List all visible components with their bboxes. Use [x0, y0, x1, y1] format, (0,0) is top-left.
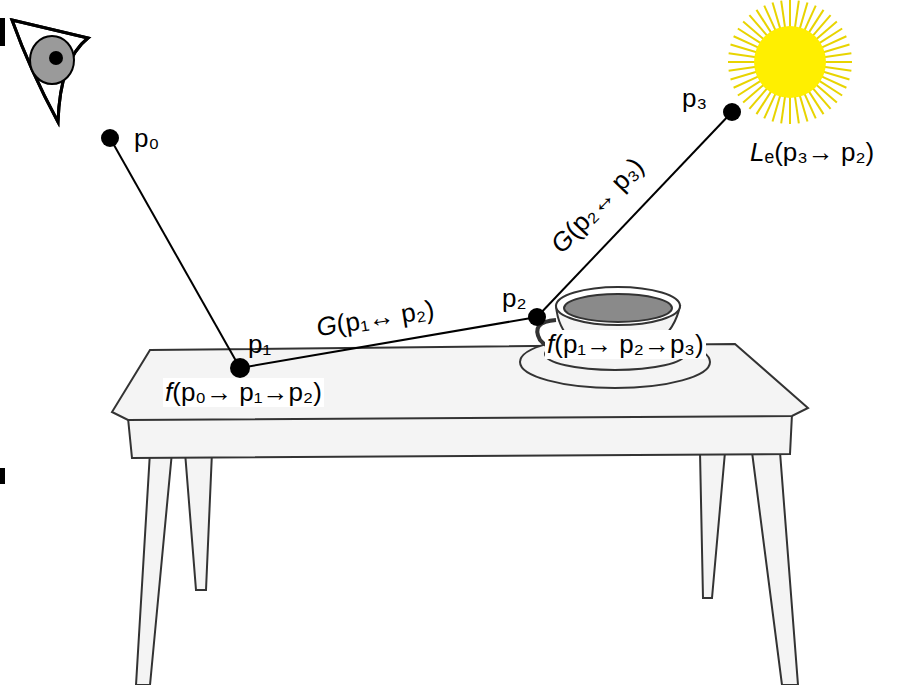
vertex-label: p₃ [680, 84, 709, 113]
teacup [520, 287, 710, 388]
bsdf-label: f(p₀→ p₁→p₂) [163, 378, 324, 407]
light-path [110, 112, 732, 368]
vertex-label: p₁ [246, 330, 273, 359]
vertex-label: p₀ [132, 124, 161, 153]
vertex-label: p₂ [500, 284, 529, 313]
geometry-term-label: G(p₂↔ p₃) [544, 150, 651, 259]
sun-icon [728, 0, 852, 124]
bsdf-label: f(p₁→ p₂→p₃) [545, 330, 706, 359]
table [112, 344, 808, 685]
path-vertex [101, 103, 741, 378]
geometry-term-label: G(p₁↔ p₂) [312, 294, 438, 341]
eye-icon [12, 20, 88, 122]
emission-label: Lₑ(p₃→ p₂) [748, 138, 876, 167]
